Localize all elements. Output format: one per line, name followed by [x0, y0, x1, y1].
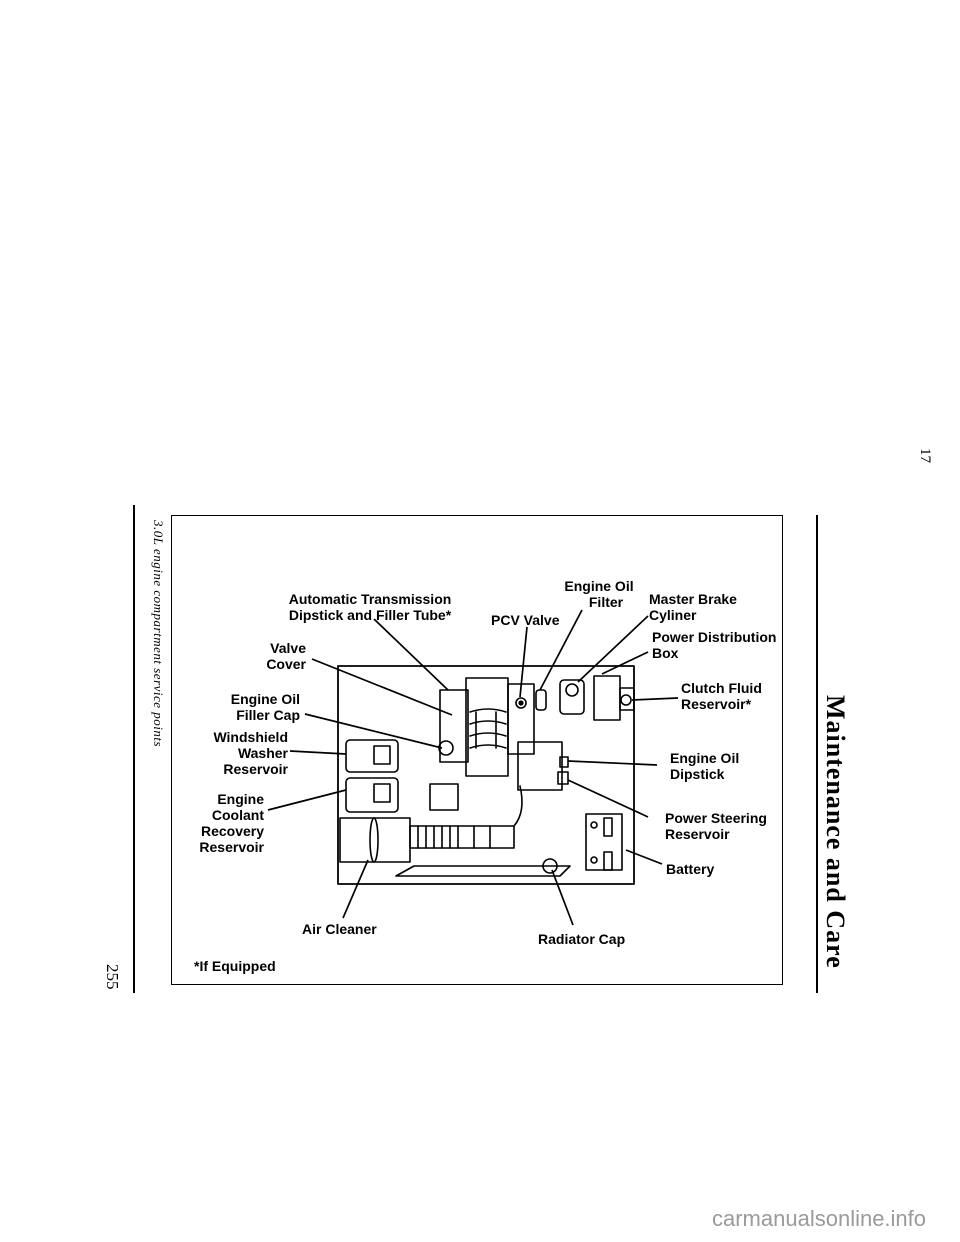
leader-pcv [519, 626, 528, 698]
footer-watermark: carmanualsonline.info [712, 1206, 926, 1232]
label-clutch-line1: Clutch Fluid [681, 680, 762, 696]
oil-dipstick-shape [559, 756, 569, 768]
leader-power-steering [567, 779, 649, 818]
leader-auto-trans [373, 618, 449, 691]
pcv-valve-shape [515, 697, 527, 709]
leader-washer [289, 750, 347, 755]
watermark-text: carmanualsonline.info [712, 1206, 927, 1231]
leader-brake [577, 615, 649, 683]
right-head-shape [517, 741, 563, 791]
leader-valve-cover [311, 658, 453, 716]
intake-tube-shape [409, 825, 515, 849]
label-auto-trans-line1: Automatic Transmission [288, 591, 452, 607]
leader-power-dist [601, 651, 649, 675]
air-cleaner-shape [339, 817, 411, 863]
label-oil-filler-line2: Filler Cap [236, 707, 300, 723]
coolant-reservoir-shape [345, 777, 399, 813]
engine-block-shape [465, 677, 509, 777]
power-steering-shape [557, 771, 569, 785]
leader-radiator [551, 869, 574, 926]
valve-cover-shape [439, 689, 469, 763]
footnote: *If Equipped [194, 958, 276, 974]
label-washer-line1: Windshield [213, 729, 288, 745]
label-oil-filter-line1: Engine Oil [564, 578, 634, 594]
label-coolant-line1: Engine [217, 791, 264, 807]
label-auto-trans-line2: Dipstick and Filler Tube* [288, 607, 452, 623]
label-power-dist-line1: Power Distribution [652, 629, 777, 645]
power-distribution-shape [593, 675, 621, 721]
leader-air-cleaner [342, 859, 369, 919]
label-power-dist: Power Distribution Box [652, 629, 776, 661]
label-oil-dipstick: Engine Oil Dipstick [670, 750, 739, 782]
label-coolant: Engine Coolant Recovery Reservoir [180, 791, 264, 855]
label-washer-line2: Washer [237, 745, 288, 761]
clutch-reservoir-shape [620, 694, 632, 706]
label-brake: Master Brake Cyliner [649, 591, 737, 623]
radiator-cap-shape [542, 858, 558, 874]
label-brake-line1: Master Brake [649, 591, 737, 607]
accessory-block-shape [429, 783, 459, 811]
washer-reservoir-shape [345, 739, 399, 773]
label-air-cleaner-text: Air Cleaner [302, 921, 377, 937]
label-coolant-line4: Reservoir [199, 839, 264, 855]
label-radiator: Radiator Cap [538, 931, 625, 947]
label-pcv-text: PCV Valve [491, 612, 560, 628]
leader-oil-filter [539, 609, 583, 691]
label-air-cleaner: Air Cleaner [302, 921, 377, 937]
oil-filter-shape [535, 689, 547, 711]
label-coolant-line2: Coolant [211, 807, 264, 823]
label-battery: Battery [666, 861, 714, 877]
label-oil-dipstick-line1: Engine Oil [670, 750, 740, 766]
label-power-steering: Power Steering Reservoir [665, 810, 767, 842]
figure-frame [171, 515, 783, 985]
label-power-steering-line2: Reservoir [665, 826, 730, 842]
label-coolant-line3: Recovery [200, 823, 264, 839]
label-valve-cover-line1: Valve [270, 640, 306, 656]
label-auto-trans: Automatic Transmission Dipstick and Fill… [280, 591, 460, 623]
leader-battery [625, 849, 663, 865]
label-pcv: PCV Valve [491, 612, 560, 628]
label-clutch: Clutch Fluid Reservoir* [681, 680, 762, 712]
caption-rule [133, 505, 135, 993]
footnote-text: *If Equipped [194, 958, 276, 974]
label-valve-cover: Valve Cover [240, 640, 306, 672]
label-valve-cover-line2: Cover [266, 656, 306, 672]
compartment-outline [337, 665, 635, 885]
section-rule [816, 515, 818, 993]
radiator-shape [395, 865, 571, 877]
leader-clutch [631, 697, 679, 701]
label-oil-dipstick-line2: Dipstick [670, 766, 725, 782]
label-oil-filler-line1: Engine Oil [230, 691, 300, 707]
intake-manifold-shape [469, 708, 507, 749]
label-washer-line3: Reservoir [223, 761, 288, 777]
label-radiator-text: Radiator Cap [538, 931, 626, 947]
label-power-steering-line1: Power Steering [665, 810, 767, 826]
label-brake-line2: Cyliner [649, 607, 697, 623]
leader-oil-dipstick [567, 760, 658, 766]
label-battery-text: Battery [666, 861, 715, 877]
leader-oil-filler [304, 713, 443, 749]
master-brake-shape [559, 679, 585, 715]
label-clutch-line2: Reservoir* [681, 696, 752, 712]
label-power-dist-line2: Box [652, 645, 679, 661]
label-oil-filter: Engine Oil Filter [554, 578, 644, 610]
leader-coolant [267, 789, 347, 811]
label-oil-filter-line2: Filter [588, 594, 624, 610]
label-washer: Windshield Washer Reservoir [190, 729, 288, 777]
label-oil-filler: Engine Oil Filler Cap [200, 691, 300, 723]
